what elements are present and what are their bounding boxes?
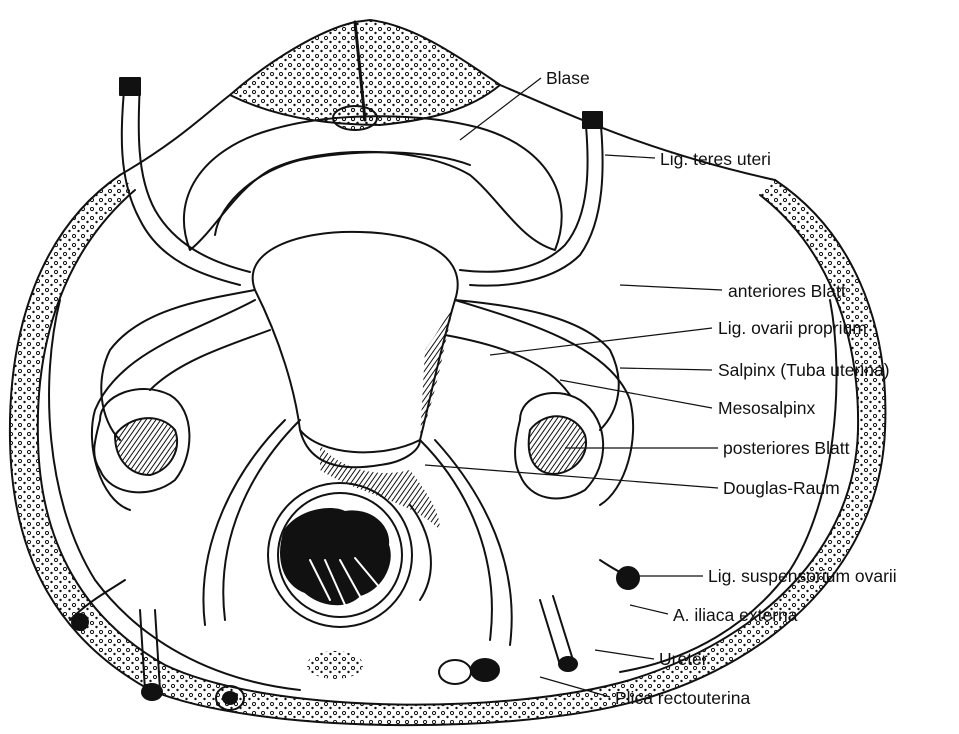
bladder	[184, 116, 562, 250]
label-anteriores-blatt: anteriores Blatt	[728, 281, 846, 301]
label-lig-suspensorium-ovarii: Lig. suspensorium ovarii	[708, 566, 897, 586]
bladder-opening	[333, 106, 377, 130]
lig-teres-right	[460, 115, 588, 272]
label-plica-rectouterina: Plica rectouterina	[615, 688, 750, 708]
uterus-shadow	[420, 300, 455, 440]
leader-salpinx	[620, 368, 712, 370]
leader-lig-ovarii	[490, 328, 712, 355]
leader-anteriores-blatt	[620, 285, 722, 290]
label-douglas-raum: Douglas-Raum	[723, 478, 840, 498]
label-lig-teres-uteri: Lig. teres uteri	[660, 149, 771, 169]
leader-lig-teres	[605, 155, 655, 158]
uterus	[253, 232, 458, 452]
label-salpinx: Salpinx (Tuba uterina)	[718, 360, 890, 380]
leader-ureter	[595, 650, 654, 659]
label-blase: Blase	[546, 68, 590, 88]
leader-mesosalpinx	[560, 380, 712, 408]
label-mesosalpinx: Mesosalpinx	[718, 398, 815, 418]
label-posteriores-blatt: posteriores Blatt	[723, 438, 849, 458]
label-a-iliaca-externa: A. iliaca externa	[673, 605, 798, 625]
rectum-lumen	[281, 509, 390, 604]
leader-iliaca	[630, 605, 668, 614]
label-ureter: Ureter	[659, 649, 708, 669]
label-lig-ovarii-proprium: Lig. ovarii proprium	[718, 318, 867, 338]
